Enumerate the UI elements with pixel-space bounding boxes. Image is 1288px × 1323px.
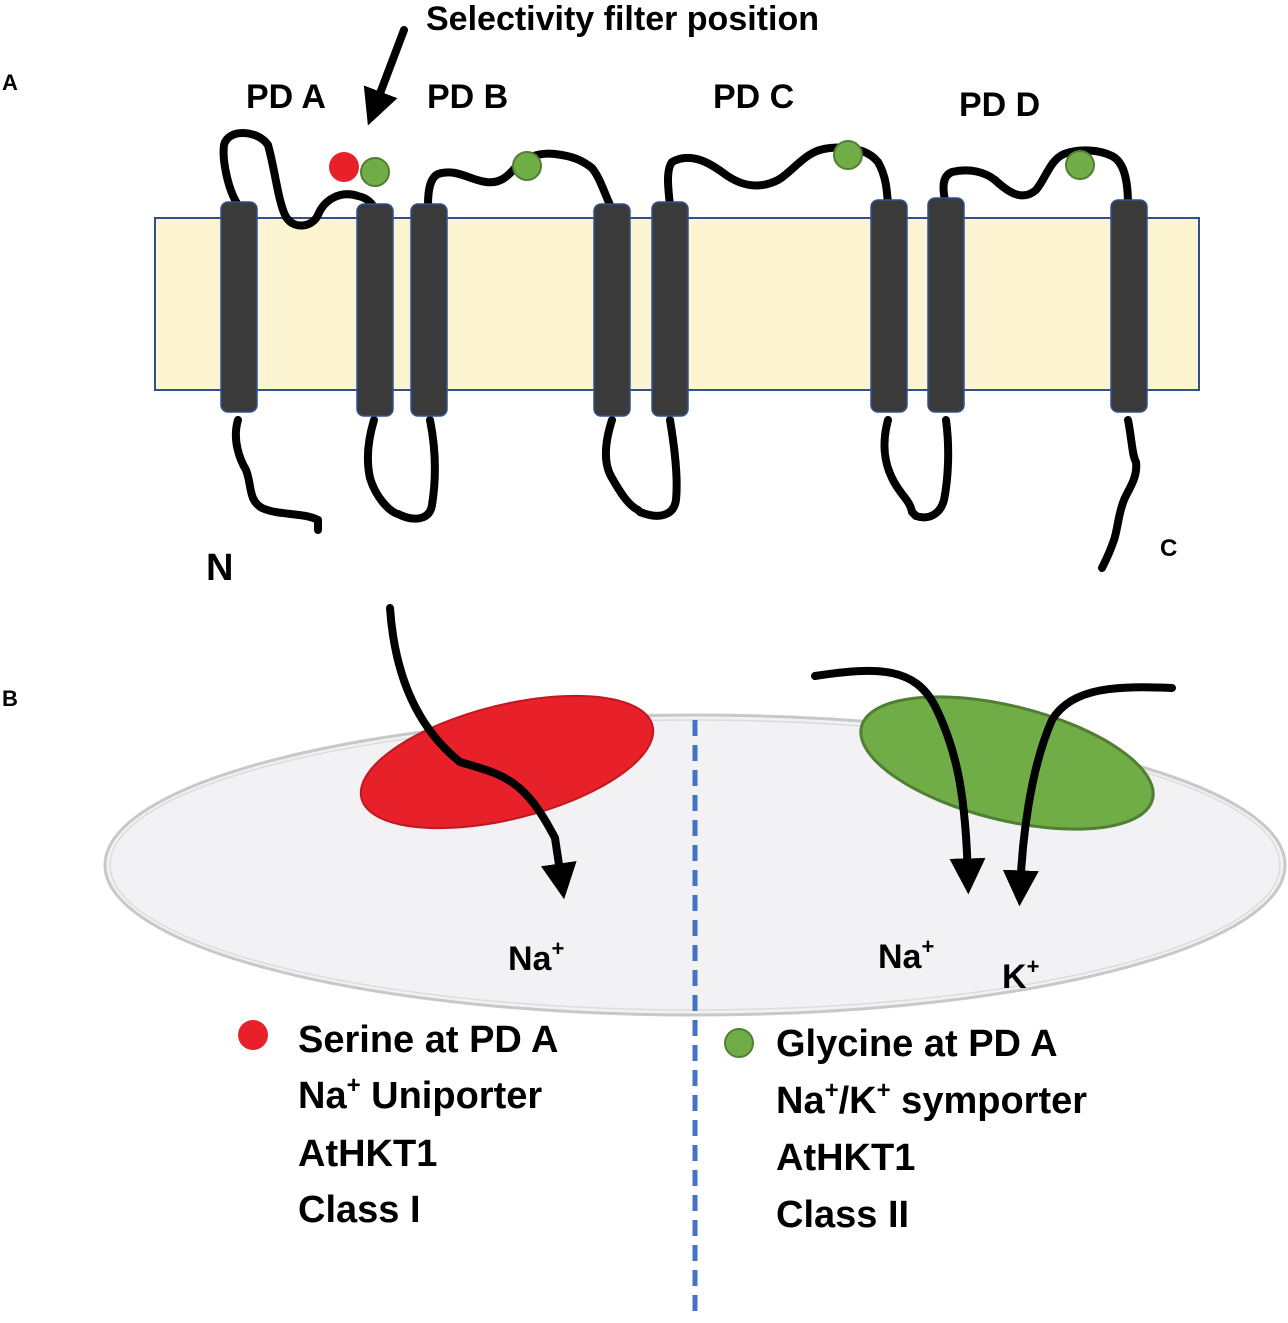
left-line-4: Class I [298, 1189, 421, 1231]
glycine-marker [724, 1028, 754, 1058]
right-line-2: Na+/K+ symporter [776, 1077, 1087, 1122]
glycine-residue-pd-a [360, 157, 390, 187]
k-ion-label: K+ [1002, 954, 1039, 996]
helix-5 [651, 201, 689, 417]
k-symport-arrow [1002, 683, 1176, 907]
domain-label-pd-b: PD B [427, 78, 508, 116]
selectivity-filter-arrow [363, 26, 408, 126]
right-line-4: Class II [776, 1194, 909, 1236]
n-terminus-label: N [206, 547, 233, 589]
helix-2 [356, 203, 394, 417]
na-uniport-arrow [386, 604, 577, 900]
helix-6 [870, 199, 908, 413]
class-i-transporter [359, 694, 655, 830]
helix-3 [410, 203, 448, 417]
selectivity-filter-label: Selectivity filter position [426, 0, 819, 38]
glycine-residue-pd-d [1065, 150, 1095, 180]
panel-b-label: B [2, 686, 18, 711]
na-ion-label-right: Na+ [878, 934, 934, 976]
helix-8 [1110, 199, 1148, 413]
left-line-3: AtHKT1 [298, 1133, 437, 1175]
na-symport-arrow [811, 666, 986, 895]
protein-chain [219, 129, 1141, 572]
domain-label-pd-a: PD A [246, 78, 326, 116]
helix-4 [593, 203, 631, 417]
domain-label-pd-c: PD C [713, 78, 794, 116]
left-line-1: Serine at PD A [298, 1019, 558, 1061]
serine-marker [238, 1020, 268, 1050]
domain-label-pd-d: PD D [959, 86, 1040, 124]
serine-residue-pd-a [329, 152, 359, 182]
c-terminus-label: C [1160, 535, 1177, 562]
glycine-residue-pd-b [512, 151, 542, 181]
panel-a-label: A [2, 70, 18, 95]
left-line-2: Na+ Uniporter [298, 1072, 542, 1117]
right-line-1: Glycine at PD A [776, 1023, 1058, 1065]
transmembrane-helices [220, 197, 1148, 417]
helix-1 [220, 201, 258, 413]
na-ion-label-left: Na+ [508, 936, 564, 978]
glycine-residue-pd-c [833, 140, 863, 170]
helix-7 [927, 197, 965, 413]
class-ii-transporter [859, 695, 1155, 831]
right-line-3: AtHKT1 [776, 1137, 915, 1179]
